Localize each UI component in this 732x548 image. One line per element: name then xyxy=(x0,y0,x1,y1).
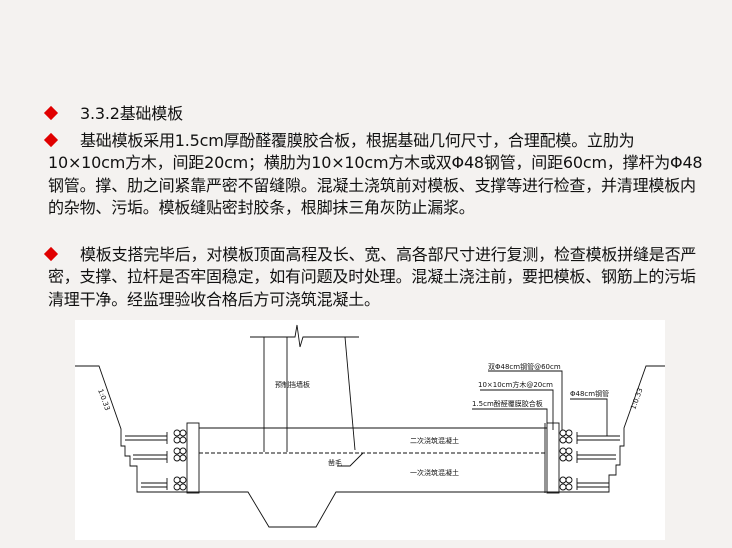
formwork-diagram: 预制挡墙板 凿毛 二次浇筑混凝土 一次浇筑混凝土 双Φ48cm钢管@60cm 1… xyxy=(75,320,665,540)
label-slope-right: 1:0.33 xyxy=(629,387,644,411)
paragraph-2: 模板支搭完毕后，对模板顶面高程及长、宽、高各部尺寸进行复测，检查模板拼缝是否严密… xyxy=(43,244,708,311)
label-second-pour: 二次浇筑混凝土 xyxy=(410,436,459,445)
label-roughening: 凿毛 xyxy=(328,458,342,467)
left-supports xyxy=(125,429,187,491)
label-plywood: 1.5cm酚醛覆膜胶合板 xyxy=(472,399,543,408)
label-double-pipe: 双Φ48cm钢管@60cm xyxy=(488,362,561,371)
paragraph-1: 基础模板采用1.5cm厚酚醛覆膜胶合板，根据基础几何尺寸，合理配模。立肋为10×… xyxy=(43,130,708,219)
bullet-diamond-icon xyxy=(43,132,59,148)
paragraph-text: 模板支搭完毕后，对模板顶面高程及长、宽、高各部尺寸进行复测，检查模板拼缝是否严密… xyxy=(48,245,697,309)
label-first-pour: 一次浇筑混凝土 xyxy=(410,468,459,477)
label-pipe: Φ48cm钢管 xyxy=(570,389,609,398)
bullet-diamond-icon xyxy=(43,105,59,121)
ground-profile-left xyxy=(75,365,665,528)
label-timber: 10×10cm方木@20cm xyxy=(478,380,553,389)
heading-text: 3.3.2基础模板 xyxy=(80,104,183,123)
right-supports xyxy=(559,429,620,491)
paragraph-text: 基础模板采用1.5cm厚酚醛覆膜胶合板，根据基础几何尺寸，合理配模。立肋为10×… xyxy=(48,131,703,217)
precast-wall xyxy=(250,324,359,348)
label-slope-left: 1:0.33 xyxy=(96,388,111,412)
right-formwork xyxy=(546,422,560,494)
section-heading: 3.3.2基础模板 xyxy=(43,103,708,125)
left-formwork xyxy=(186,422,200,494)
bullet-diamond-icon xyxy=(43,246,59,262)
label-precast-wall: 预制挡墙板 xyxy=(275,380,310,389)
